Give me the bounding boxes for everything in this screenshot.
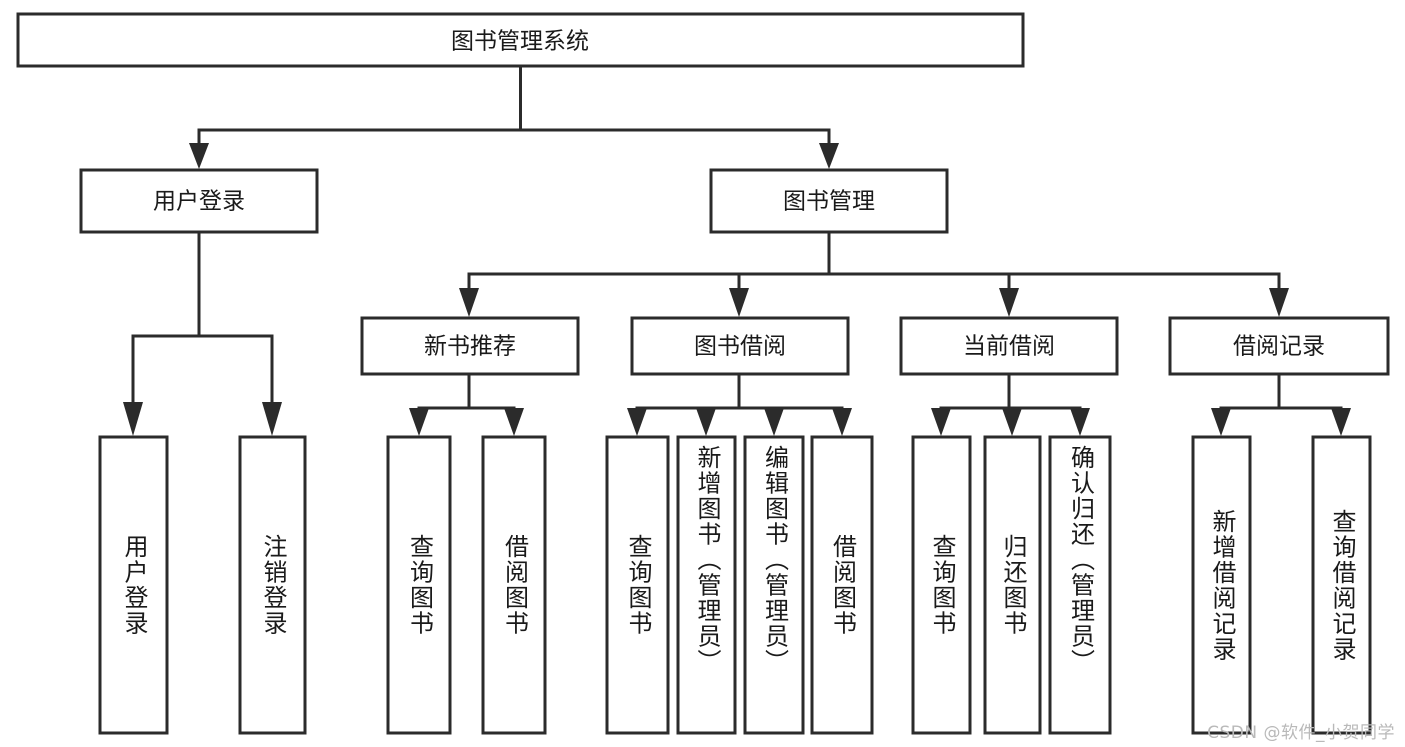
node-root-book-management-system[interactable]: 图书管理系统 <box>16 12 1025 68</box>
leaf-box-add-book-admin[interactable] <box>676 435 737 735</box>
node-label: 图书管理系统 <box>451 29 589 55</box>
node-box <box>630 316 850 376</box>
arrow-head-icon <box>729 288 749 317</box>
arrow-head-icon <box>999 288 1019 317</box>
leaf-box-return-book[interactable] <box>983 435 1042 735</box>
node-book-borrow[interactable]: 图书借阅 <box>630 316 850 376</box>
arrow-head-icon <box>931 408 951 436</box>
arrow-head-icon <box>1002 408 1022 436</box>
connectors-borrowrecord-to-leaves <box>1211 372 1351 436</box>
node-box <box>709 168 949 234</box>
leaf-box-edit-book-admin[interactable] <box>743 435 805 735</box>
node-label: 图书借阅 <box>694 334 786 360</box>
arrow-head-icon <box>459 288 479 317</box>
arrow-head-icon <box>189 143 209 169</box>
arrow-head-icon <box>696 408 716 436</box>
node-current-borrow[interactable]: 当前借阅 <box>899 316 1119 376</box>
node-label: 借阅记录 <box>1233 334 1325 360</box>
leaf-box-query-book-b[interactable] <box>605 435 670 735</box>
arrow-head-icon <box>1211 408 1231 436</box>
arrow-head-icon <box>832 408 852 436</box>
arrow-head-icon <box>627 408 647 436</box>
arrow-head-icon <box>764 408 784 436</box>
node-box <box>1168 316 1390 376</box>
connectors-root-to-level2 <box>189 64 839 169</box>
node-label: 当前借阅 <box>963 334 1055 360</box>
leaf-box-confirm-return[interactable] <box>1048 435 1112 735</box>
arrow-head-icon <box>1269 288 1289 317</box>
arrow-head-icon <box>262 402 282 436</box>
node-box <box>16 12 1025 68</box>
arrow-head-icon <box>819 143 839 169</box>
leaf-box-query-book-a[interactable] <box>386 435 452 735</box>
node-label: 新书推荐 <box>424 334 516 360</box>
arrow-head-icon <box>123 402 143 436</box>
leaf-box-add-borrow-record[interactable] <box>1191 435 1252 735</box>
node-box <box>360 316 580 376</box>
leaf-box-borrow-book-a[interactable] <box>481 435 547 735</box>
leaf-box-borrow-book-b[interactable] <box>810 435 874 735</box>
node-book-management[interactable]: 图书管理 <box>709 168 949 234</box>
arrow-head-icon <box>409 408 429 436</box>
node-label: 用户登录 <box>153 189 245 215</box>
node-label: 图书管理 <box>783 189 875 215</box>
arrow-head-icon <box>504 408 524 436</box>
connectors-bookmgmt-to-level3 <box>459 230 1289 317</box>
leaf-box-user-login[interactable] <box>98 435 169 735</box>
node-borrow-record[interactable]: 借阅记录 <box>1168 316 1390 376</box>
leaf-box-query-book-c[interactable] <box>911 435 972 735</box>
node-box <box>79 168 319 234</box>
connectors-currentborrow-to-leaves <box>931 372 1090 436</box>
connectors-newbook-to-leaves <box>409 372 524 436</box>
node-user-login[interactable]: 用户登录 <box>79 168 319 234</box>
node-new-book-recommend[interactable]: 新书推荐 <box>360 316 580 376</box>
leaf-box-query-borrow-record[interactable] <box>1311 435 1372 735</box>
leaf-box-logout[interactable] <box>238 435 307 735</box>
arrow-head-icon <box>1070 408 1090 436</box>
leaf-boxes <box>98 435 1372 735</box>
connectors-userlogin-to-leaves <box>123 230 282 436</box>
node-box <box>899 316 1119 376</box>
watermark: CSDN @软件_小贺同学 <box>1207 723 1395 743</box>
connectors-borrow-to-leaves <box>627 372 852 436</box>
arrow-head-icon <box>1331 408 1351 436</box>
